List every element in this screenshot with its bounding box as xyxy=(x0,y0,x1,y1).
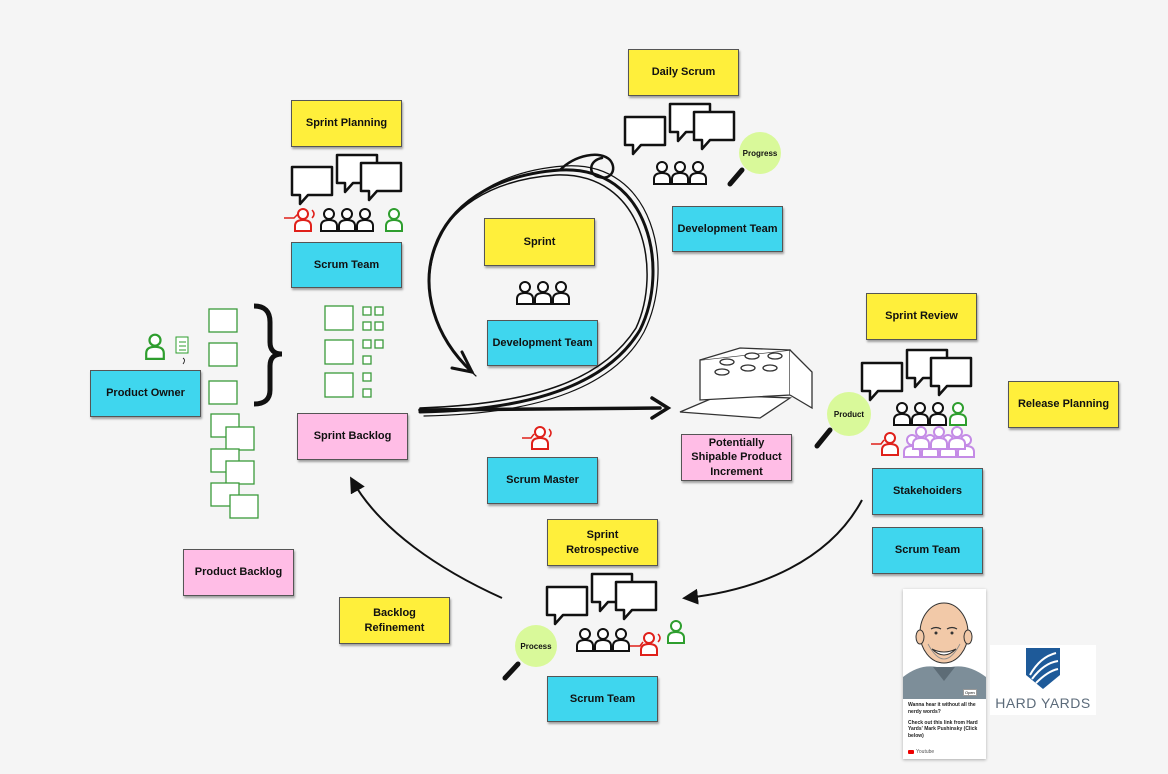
product-magnifier-icon: Product xyxy=(827,392,871,436)
scrum-team-retro-note: Scrum Team xyxy=(547,676,658,722)
arrow-retro-to-backlog xyxy=(350,476,503,599)
retro-speech-icons xyxy=(545,572,658,626)
hard-yards-logo: HARD YARDS xyxy=(990,645,1096,715)
backlog-refinement-note: Backlog Refinement xyxy=(339,597,450,644)
sprint-retrospective-note: Sprint Retrospective xyxy=(547,519,658,566)
scrum-master-note: Scrum Master xyxy=(487,457,598,504)
arrow-review-to-retro xyxy=(682,499,863,605)
scrum-master-person-icon xyxy=(522,426,552,450)
release-planning-note: Release Planning xyxy=(1008,381,1119,428)
process-magnifier-icon: Process xyxy=(515,625,557,667)
sprint-backlog-items xyxy=(324,305,384,398)
video-card-text: Wanna hear it without all the nerdy word… xyxy=(908,702,984,744)
increment-note: Potentially Shipable Product Increment xyxy=(681,434,792,481)
scrum-master-person-icon xyxy=(284,208,315,232)
document-icon xyxy=(175,336,189,365)
sprint-planning-people-icon xyxy=(320,208,374,232)
development-team-top-note: Development Team xyxy=(672,206,783,252)
sprint-review-note: Sprint Review xyxy=(866,293,977,340)
progress-magnifier-icon: Progress xyxy=(739,132,781,174)
daily-scrum-speech-icons xyxy=(623,102,736,156)
video-card-line1: Wanna hear it without all the nerdy word… xyxy=(908,702,976,715)
sprint-planning-note: Sprint Planning xyxy=(291,100,402,147)
stakeholders-people-icon xyxy=(903,426,975,458)
increment-box-icon xyxy=(679,347,813,419)
daily-scrum-note: Daily Scrum xyxy=(628,49,739,96)
product-owner-person-icon xyxy=(145,333,165,360)
hard-yards-logo-text: HARD YARDS xyxy=(995,695,1091,711)
cartoon-avatar xyxy=(903,589,986,699)
product-backlog-items xyxy=(208,308,259,519)
hard-yards-shield-icon xyxy=(1026,648,1060,689)
sprint-review-speech-icons xyxy=(860,348,973,402)
scrum-team-planning-note: Scrum Team xyxy=(291,242,402,288)
video-link-card[interactable]: Open Wanna hear it without all the nerdy… xyxy=(903,589,986,759)
sprint-people-icon xyxy=(516,281,570,305)
video-card-line2: Check out this link from Hard Yards' Mar… xyxy=(908,719,978,740)
youtube-icon xyxy=(908,750,914,754)
product-owner-note: Product Owner xyxy=(90,370,201,417)
product-owner-person-icon xyxy=(385,208,403,232)
sprint-note: Sprint xyxy=(484,218,595,266)
product-backlog-note: Product Backlog xyxy=(183,549,294,596)
scrum-master-person-icon xyxy=(871,432,899,456)
sprint-review-people-icon xyxy=(893,402,947,426)
video-source: Youtube xyxy=(908,749,934,755)
daily-scrum-people-icon xyxy=(653,161,707,185)
magnifier-handles xyxy=(502,167,833,681)
scrum-master-person-icon xyxy=(630,632,661,656)
video-source-label: Youtube xyxy=(916,749,935,755)
open-badge: Open xyxy=(963,689,977,696)
stakeholders-note: Stakehoiders xyxy=(872,468,983,515)
product-owner-person-icon xyxy=(667,620,685,644)
product-owner-person-icon xyxy=(949,402,967,426)
scrum-team-review-note: Scrum Team xyxy=(872,527,983,574)
sprint-backlog-note: Sprint Backlog xyxy=(297,413,408,460)
development-team-center-note: Development Team xyxy=(487,320,598,366)
retro-people-icon xyxy=(576,628,630,652)
sprint-planning-speech-icons xyxy=(290,153,403,206)
sprint-loop xyxy=(418,153,672,420)
curly-brace xyxy=(253,303,283,407)
